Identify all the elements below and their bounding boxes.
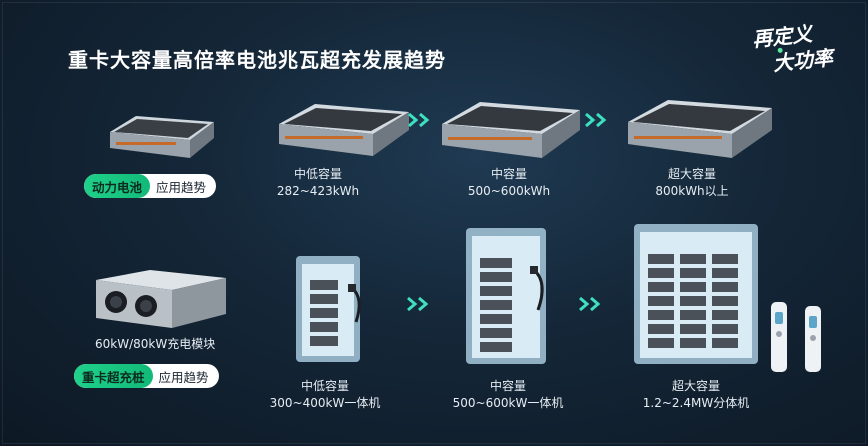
battery-pack-large xyxy=(628,100,772,158)
caption-name: 中低容量 xyxy=(293,167,343,181)
battery-pack-mid xyxy=(442,102,580,158)
chevron-right-icon xyxy=(407,296,429,312)
chevron-right-icon xyxy=(408,112,430,128)
caption-value: 1.2~2.4MW分体机 xyxy=(642,396,750,410)
charger-caption-large: 超大容量 1.2~2.4MW分体机 xyxy=(643,378,749,412)
charging-post xyxy=(771,302,787,372)
battery-pack-small xyxy=(110,116,214,158)
battery-tag: 动力电池 xyxy=(84,174,151,198)
charger-cabinet-large xyxy=(634,224,758,364)
charger-tag: 重卡超充桩 xyxy=(74,364,153,388)
battery-caption-large: 超大容量 800kWh以上 xyxy=(655,166,728,200)
caption-value: 282~423kWh xyxy=(276,184,360,198)
battery-trend-label: 应用趋势 xyxy=(156,179,207,195)
battery-caption-mid: 中容量 500~600kWh xyxy=(468,166,550,200)
slide-title: 重卡大容量高倍率电池兆瓦超充发展趋势 xyxy=(68,48,446,72)
caption-value: 500~600kW一体机 xyxy=(452,396,564,410)
module-label: 60kW/80kW充电模块 xyxy=(95,337,216,351)
charger-trend-label: 应用趋势 xyxy=(158,369,209,385)
caption-value: 300~400kW一体机 xyxy=(269,396,381,410)
caption-name: 中容量 xyxy=(489,379,526,393)
charger-caption-mid: 中容量 500~600kW一体机 xyxy=(453,378,564,412)
charging-module xyxy=(96,270,226,328)
charger-cabinet-small xyxy=(296,256,361,362)
battery-trend-pill: 动力电池 应用趋势 xyxy=(84,174,217,198)
charger-cabinet-mid xyxy=(466,228,546,364)
chevron-right-icon xyxy=(579,296,601,312)
caption-value: 500~600kWh xyxy=(467,184,551,198)
charging-post xyxy=(805,306,821,372)
battery-pack-low xyxy=(279,104,409,156)
chevron-right-icon xyxy=(585,112,607,128)
charger-caption-low: 中低容量 300~400kW一体机 xyxy=(270,378,381,412)
caption-name: 超大容量 xyxy=(671,379,721,393)
battery-caption-low: 中低容量 282~423kWh xyxy=(277,166,359,200)
logo-line-2: 大功率 xyxy=(771,45,834,76)
caption-value: 800kWh以上 xyxy=(655,184,729,198)
charger-trend-pill: 重卡超充桩 应用趋势 xyxy=(74,364,219,388)
caption-name: 中容量 xyxy=(490,167,528,181)
caption-name: 超大容量 xyxy=(667,167,717,181)
brand-logo: 再定义 大功率 xyxy=(749,17,847,88)
caption-name: 中低容量 xyxy=(300,379,349,393)
